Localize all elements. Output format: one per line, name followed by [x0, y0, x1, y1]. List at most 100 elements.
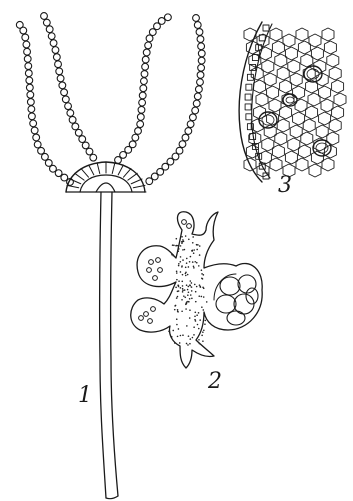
bead-cell — [46, 26, 53, 33]
tissue-cell — [254, 80, 266, 93]
stipple-dot — [191, 298, 193, 300]
stipple-dot — [180, 271, 182, 273]
spore — [144, 312, 149, 317]
tissue-cell — [332, 80, 344, 93]
stipple-dot — [197, 324, 199, 326]
stipple-dot — [182, 274, 184, 276]
bead-cell — [28, 113, 35, 120]
tissue-cell — [270, 158, 282, 171]
large-cell — [220, 277, 240, 295]
stipple-dot — [176, 270, 178, 272]
bead-cell — [61, 89, 68, 96]
stipple-dot — [196, 286, 198, 288]
bead-cell — [26, 84, 33, 91]
receptacle-neck — [96, 183, 115, 192]
stipple-dot — [199, 319, 201, 321]
chamber-inner — [286, 97, 294, 103]
spore — [148, 319, 153, 324]
stipple-dot — [176, 297, 178, 299]
bead-cell — [45, 160, 52, 167]
stipple-dot — [192, 242, 194, 244]
bead-cell — [197, 79, 204, 86]
stipple-dot — [199, 245, 201, 247]
stipple-dot — [174, 309, 176, 311]
tissue-cell — [272, 41, 284, 54]
stipple-dot — [182, 239, 184, 241]
bead-cell — [132, 134, 139, 141]
receptacle-cell-wall — [118, 165, 123, 175]
stipple-dot — [174, 342, 176, 344]
bead-cell — [137, 114, 144, 121]
bead-cell — [23, 41, 30, 48]
stipple-dot — [182, 291, 184, 293]
receptacle-cells — [66, 162, 146, 192]
bead-cell — [142, 56, 149, 63]
bead-cell — [82, 142, 89, 149]
tissue-cell — [298, 145, 310, 158]
bead-cell — [141, 71, 148, 78]
stipple-dot — [179, 342, 181, 344]
stipple-dot — [202, 340, 204, 342]
stipple-dot — [185, 308, 187, 310]
stipple-dot — [196, 314, 198, 316]
tissue-cell — [301, 54, 313, 67]
stipple-dot — [186, 284, 188, 286]
cortex-cell — [245, 104, 251, 110]
chamber-inner — [307, 69, 319, 79]
stipple-dot — [203, 329, 205, 331]
stipple-dot — [201, 306, 203, 308]
stipple-dot — [198, 328, 200, 330]
bead-cell — [53, 54, 60, 61]
bead-cell — [141, 78, 148, 85]
stipple-dot — [196, 244, 198, 246]
stipple-dot — [182, 259, 184, 261]
stipple-dot — [180, 256, 182, 258]
stipple-dot — [195, 301, 197, 303]
tissue-cell — [275, 132, 287, 145]
spore — [153, 276, 158, 281]
bead-cell — [187, 121, 194, 128]
bead-cell — [143, 49, 150, 56]
stipple-dot — [190, 294, 192, 296]
stipple-dot — [201, 269, 203, 271]
tissue-cell — [270, 28, 282, 41]
stipple-dot — [182, 289, 184, 291]
stipple-dot — [193, 267, 195, 269]
stipple-dot — [198, 265, 200, 267]
bead-cell — [62, 96, 69, 103]
stipple-dot — [203, 296, 205, 298]
stipple-dot — [201, 296, 203, 298]
stipple-dot — [193, 334, 195, 336]
bead-cell — [139, 92, 146, 99]
bead-cell — [195, 86, 202, 93]
bead-cell — [26, 77, 33, 84]
bead-cell — [146, 178, 153, 185]
bead-cell — [146, 35, 153, 42]
stipple-dot — [198, 312, 200, 314]
stipple-dot — [204, 323, 206, 325]
stipple-dot — [188, 301, 190, 303]
stipple-dot — [184, 249, 186, 251]
stipple-dot — [176, 238, 178, 240]
bead-cell — [69, 116, 76, 123]
stipple-dot — [185, 273, 187, 275]
stipple-dot — [192, 261, 194, 263]
tissue-cell — [296, 28, 308, 41]
stipple-dot — [168, 331, 170, 333]
stipple-dot — [177, 309, 179, 311]
stipple-dot — [195, 291, 197, 293]
stipple-dot — [175, 245, 177, 247]
stipple-dot — [178, 328, 180, 330]
tissue-cell — [275, 54, 287, 67]
bead-cell — [197, 72, 204, 79]
stipple-dot — [191, 286, 193, 288]
figure-1-label: 1 — [78, 383, 92, 408]
stipple-dot — [177, 311, 179, 313]
stipple-dot — [193, 326, 195, 328]
stipple-dot — [189, 338, 191, 340]
stipple-dot — [177, 296, 179, 298]
bead-cell — [30, 120, 37, 127]
tissue-cell — [277, 67, 289, 80]
stipple-dot — [188, 335, 190, 337]
